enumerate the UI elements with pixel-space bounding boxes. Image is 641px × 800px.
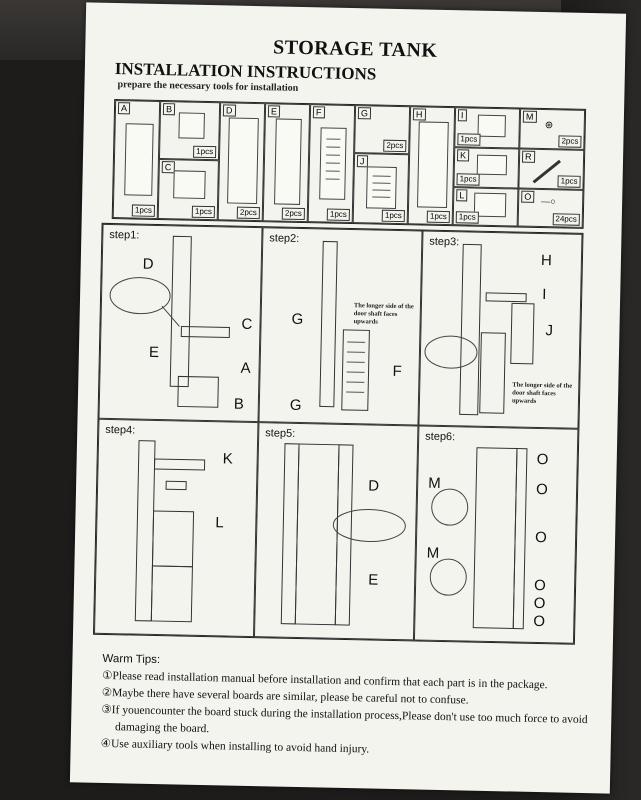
part-qty: 24pcs [552,213,580,226]
part-cell-h: H 1pcs [408,106,455,225]
callout-o: O [535,529,547,546]
part-letter: C [162,161,175,173]
callout-l: L [215,514,224,531]
callout-o: O [533,613,545,630]
step-1-illustration [100,225,262,421]
step-3-panel: step3: The longer side of the door shaft… [418,231,582,429]
callout-g: G [290,397,302,414]
callout-e: E [149,344,159,361]
callout-o: O [536,481,548,498]
callout-m: M [428,475,441,492]
board-icon [227,117,259,204]
part-letter: I [458,109,467,121]
step-4-illustration [95,420,257,636]
step-2-note: The longer side of the door shaft faces … [354,302,422,327]
part-qty: 1pcs [457,133,480,145]
part-qty: 1pcs [382,210,405,222]
part-cell-d: D 2pcs [218,102,265,221]
part-qty: 1pcs [193,146,216,158]
part-cell-f: F 1pcs [308,104,355,223]
step-1-panel: step1: D C E A B [99,224,263,422]
part-letter: H [413,108,426,120]
part-qty: 2pcs [558,135,581,147]
part-cell-b: B 1pcs [159,101,220,160]
part-qty: 1pcs [132,204,155,216]
part-letter: D [223,104,236,116]
part-cell-o: O —○ 24pcs [518,189,584,228]
parts-list: A 1pcs B 1pcs C 1pcs D 2pcs E 2pcs [112,99,586,229]
callout-f: F [392,363,402,380]
step-6-panel: step6: M M O O O O O O [414,425,578,643]
part-cell-m: M ⊛ 2pcs [519,109,585,150]
steps-grid: step1: D C E A B step2: [93,223,584,645]
part-letter: R [522,151,535,163]
part-cell-r: R 1pcs [518,149,584,190]
part-letter: K [457,149,469,161]
board-icon [417,121,449,208]
peg-icon: —○ [541,196,556,206]
part-cell-k: K 1pcs [453,147,519,188]
step-2-panel: step2: The longer side of the door shaft… [258,227,422,425]
board-icon [478,115,506,138]
board-icon [124,123,154,196]
callout-k: K [223,450,233,467]
step-5-illustration [255,423,417,639]
part-cell-c: C 1pcs [158,159,219,220]
part-qty: 1pcs [456,211,479,223]
board-icon [173,170,206,199]
warm-tips: Warm Tips: ①Please read installation man… [101,651,593,763]
part-qty: 1pcs [427,211,450,223]
part-cell-e: E 2pcs [263,103,310,222]
instruction-sheet: STORAGE TANK INSTALLATION INSTRUCTIONS p… [70,2,626,793]
callout-h: H [541,252,552,269]
part-qty: 2pcs [282,208,305,220]
callout-o: O [534,595,546,612]
part-letter: O [521,191,534,203]
callout-i: I [542,286,547,303]
callout-j: J [545,322,553,339]
part-letter: G [358,107,371,119]
callout-b: B [234,396,244,413]
callout-d: D [368,477,379,494]
step-6-illustration [415,427,577,643]
part-letter: M [523,111,537,123]
board-icon [366,166,397,209]
part-letter: E [268,105,280,117]
part-qty: 1pcs [192,206,215,218]
part-cell-a: A 1pcs [113,100,160,219]
part-letter: A [118,102,130,114]
callout-g: G [291,311,303,328]
callout-d: D [143,256,154,273]
board-icon [319,127,347,200]
part-cell-j: J 1pcs [353,153,409,224]
step-3-note: The longer side of the door shaft faces … [512,381,580,406]
part-qty: 1pcs [456,173,479,185]
part-qty: 1pcs [558,175,581,187]
callout-o: O [534,577,546,594]
part-qty: 2pcs [237,207,260,219]
part-letter: F [313,106,325,118]
board-icon [274,118,302,205]
callout-e: E [368,571,378,588]
part-letter: B [163,103,175,115]
step-4-panel: step4: K L [94,419,258,637]
part-letter: L [456,189,467,201]
part-cell-g: G 2pcs [354,105,410,154]
board-icon [477,155,507,176]
part-qty: 2pcs [383,140,406,152]
callout-c: C [241,316,252,333]
part-qty: 1pcs [327,209,350,221]
part-cell-i: I 1pcs [454,107,520,148]
callout-m: M [427,545,440,562]
board-icon [178,112,205,139]
screw-icon: ⊛ [545,120,554,131]
callout-o: O [537,451,549,468]
step-5-panel: step5: D E [254,422,418,640]
part-cell-l: L 1pcs [453,187,519,226]
callout-a: A [240,360,250,377]
